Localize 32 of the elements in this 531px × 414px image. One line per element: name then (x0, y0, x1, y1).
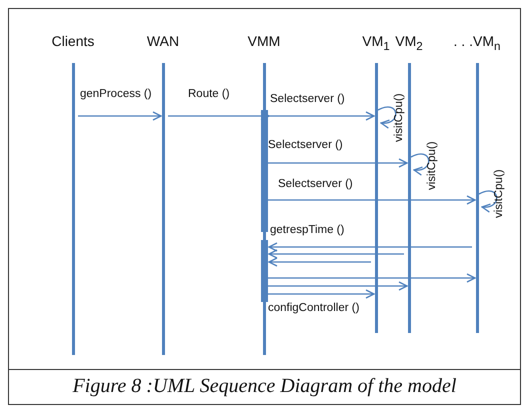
message-label: genProcess () (80, 88, 152, 100)
message-label: Route () (188, 88, 230, 100)
message-arrow (268, 195, 476, 205)
message-arrow (268, 289, 375, 299)
message-arrow (268, 273, 476, 283)
message-arrow (268, 111, 375, 121)
lifeline-title: VMM (246, 33, 282, 49)
message-label: getrespTime () (270, 224, 344, 236)
lifeline-title: VM$_{1}$ (361, 33, 391, 53)
lifeline-title: WAN (146, 33, 180, 49)
message-label: visitCpu() (393, 93, 405, 142)
message-arrow (268, 281, 408, 291)
message-label: Selectserver () (278, 178, 353, 190)
message-label: Selectserver () (268, 139, 343, 151)
message-label: visitCpu() (426, 141, 438, 190)
message-label: visitCpu() (493, 169, 505, 218)
message-arrow (78, 111, 162, 121)
message-arrow (168, 111, 270, 121)
message-arrow (268, 242, 472, 252)
message-arrow (268, 257, 371, 267)
self-call-arrow (410, 153, 430, 175)
lifeline-title: VM$_{2}$ (394, 33, 424, 53)
lifeline-column (393, 33, 425, 333)
message-arrow (268, 249, 404, 259)
message-arrow (268, 158, 408, 168)
message-label: Selectserver () (270, 93, 345, 105)
lifeline-title: . . .VM$_{n}$ (452, 33, 502, 53)
self-call-arrow (478, 190, 498, 212)
lifeline-title: Clients (50, 33, 96, 49)
figure-caption: Figure 8 :UML Sequence Diagram of the model (72, 375, 458, 398)
self-call-arrow (378, 106, 396, 128)
message-label: configController () (268, 302, 360, 314)
